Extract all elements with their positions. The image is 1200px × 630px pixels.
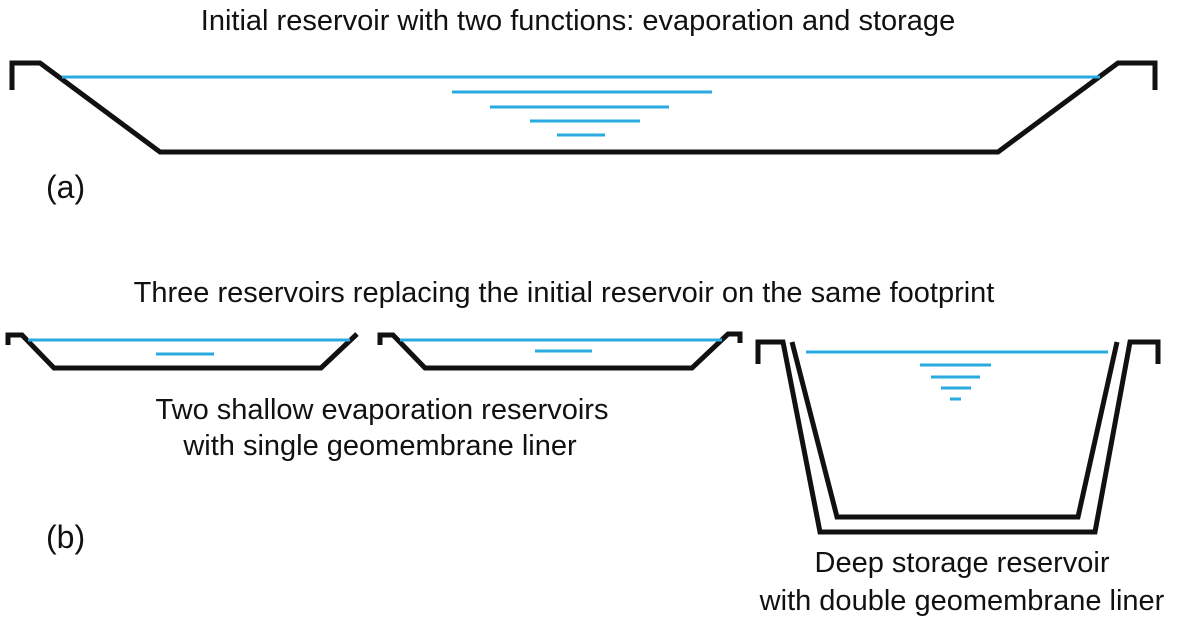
panel-a-label: (a) (46, 169, 86, 205)
panel-a-title: Initial reservoir with two functions: ev… (200, 5, 956, 37)
deep-caption-line1: Deep storage reservoir (814, 547, 1110, 579)
deep-caption-line2: with double geomembrane liner (759, 585, 1165, 617)
initial-reservoir (9, 60, 1158, 155)
initial-reservoir-liner (9, 60, 1158, 155)
water-level-symbol (452, 90, 712, 137)
shallow-reservoir-2 (377, 331, 743, 371)
shallow-caption-line1: Two shallow evaporation reservoirs (155, 394, 609, 426)
shallow-reservoir-1 (5, 332, 359, 371)
panel-b-label: (b) (46, 519, 86, 555)
deep-reservoir-outer-liner (755, 339, 1161, 535)
shallow-reservoir-1-liner (5, 332, 359, 371)
shallow-caption-line2: with single geomembrane liner (183, 430, 577, 462)
shallow-reservoir-2-liner (377, 331, 743, 371)
panel-b-title: Three reservoirs replacing the initial r… (133, 277, 995, 309)
deep-reservoir-water-symbol (920, 363, 991, 401)
deep-storage-reservoir (755, 339, 1161, 535)
deep-reservoir-inner-liner (789, 341, 1120, 520)
